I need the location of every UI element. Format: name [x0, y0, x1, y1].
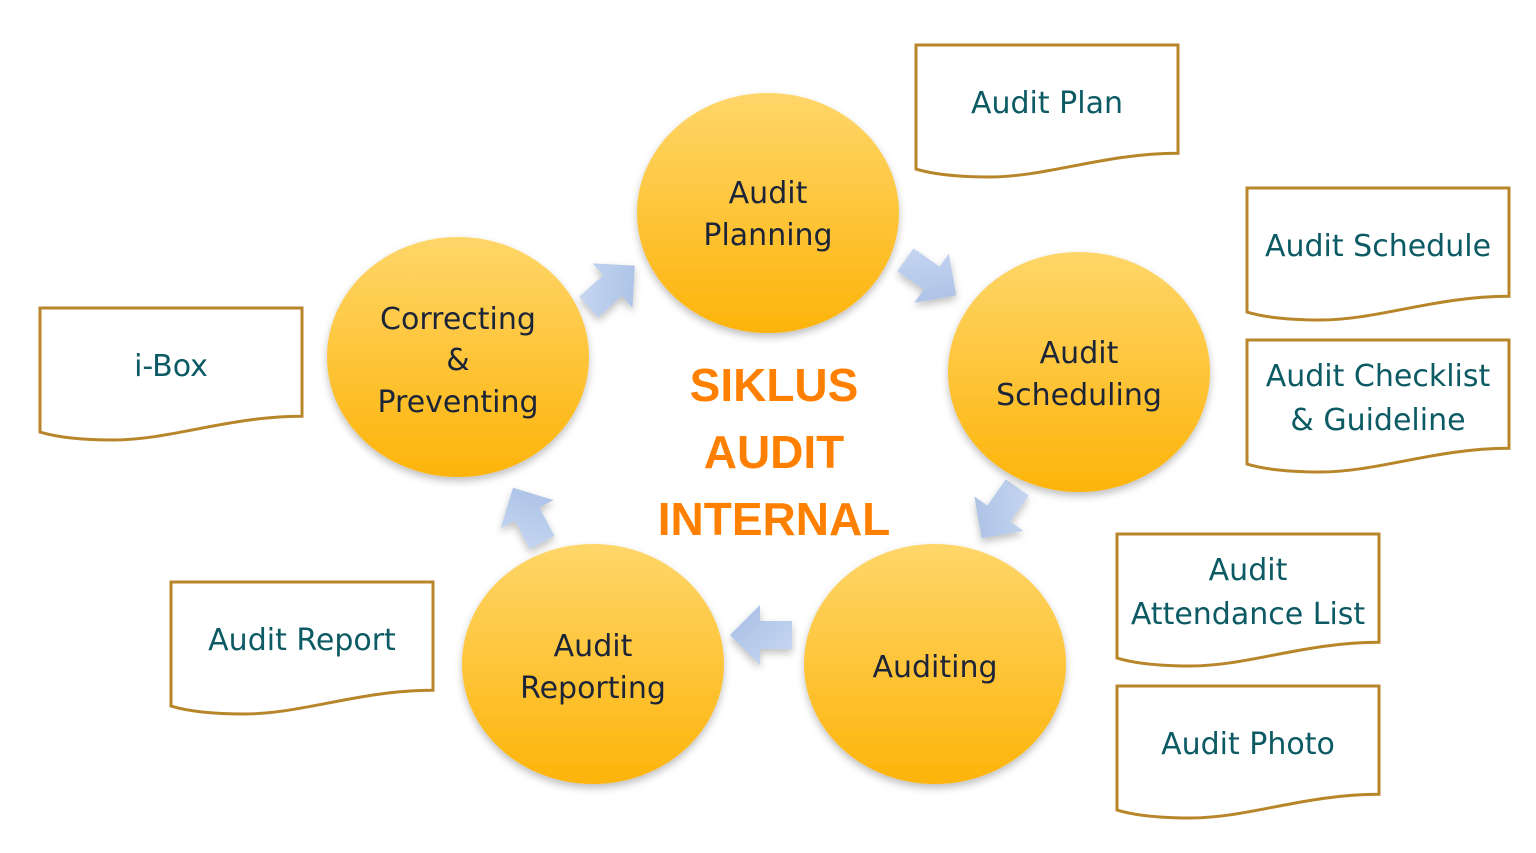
document-audit-plan: Audit Plan: [914, 43, 1180, 179]
document-label: Audit Schedule: [1265, 229, 1491, 264]
document-shape: [1115, 532, 1381, 668]
stage-label: Audit: [1040, 336, 1119, 371]
document-shape: [1245, 186, 1511, 322]
stage-audit-scheduling: Audit Scheduling: [948, 252, 1210, 492]
arrow-auditing-to-reporting: [730, 605, 792, 665]
stage-label: Correcting: [380, 302, 536, 337]
stage-label: Scheduling: [996, 378, 1162, 413]
stage-audit-reporting: Audit Reporting: [462, 544, 724, 784]
stage-correcting-preventing: Correcting & Preventing: [327, 237, 589, 477]
document-shape: [914, 43, 1180, 179]
document-label: Audit Report: [208, 623, 396, 658]
stage-label: Auditing: [872, 650, 997, 685]
document-label: Audit Photo: [1161, 727, 1335, 762]
stage-label: &: [446, 343, 469, 378]
document-label: Audit Plan: [971, 86, 1123, 121]
document-shape: [169, 580, 435, 716]
stage-label: Planning: [703, 218, 832, 253]
arrow-scheduling-to-auditing: [957, 470, 1042, 556]
stage-label: Preventing: [377, 385, 538, 420]
title-line: INTERNAL: [658, 493, 891, 545]
document-label: i-Box: [134, 349, 208, 384]
stage-label: Audit: [554, 629, 633, 664]
document-shape: [38, 306, 304, 442]
document-audit-report: Audit Report: [169, 580, 435, 716]
stage-auditing: Auditing: [804, 544, 1066, 784]
document-i-box: i-Box: [38, 306, 304, 442]
arrow-correcting-to-planning: [568, 243, 655, 330]
stage-audit-planning: Audit Planning: [637, 93, 899, 333]
arrow-planning-to-scheduling: [888, 235, 974, 320]
document-audit-checklist-guideline: Audit Checklist & Guideline: [1245, 338, 1511, 474]
document-label: Attendance List: [1131, 597, 1366, 632]
arrow-reporting-to-correcting: [486, 473, 569, 557]
stage-label: Audit: [729, 176, 808, 211]
title-line: AUDIT: [704, 426, 845, 478]
stage-label: Reporting: [520, 671, 666, 706]
cycle-title: SIKLUS AUDIT INTERNAL: [658, 359, 891, 545]
document-label: Audit: [1209, 553, 1288, 588]
document-shape: [1115, 684, 1381, 820]
document-label: Audit Checklist: [1266, 359, 1491, 394]
document-audit-schedule: Audit Schedule: [1245, 186, 1511, 322]
title-line: SIKLUS: [690, 359, 859, 411]
document-label: & Guideline: [1290, 403, 1465, 438]
document-shape: [1245, 338, 1511, 474]
document-audit-photo: Audit Photo: [1115, 684, 1381, 820]
